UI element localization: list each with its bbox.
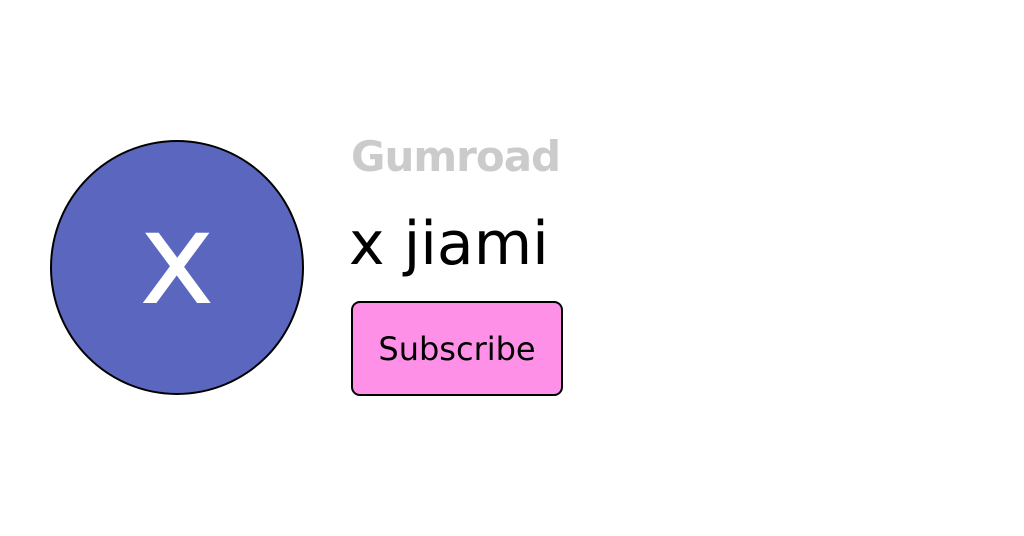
subscribe-button[interactable]: Subscribe: [351, 301, 563, 396]
creator-name: x jiami: [349, 209, 549, 279]
gumroad-logo[interactable]: Gumroad: [351, 132, 561, 181]
creator-avatar: x: [50, 140, 304, 395]
avatar-letter: x: [139, 184, 215, 334]
